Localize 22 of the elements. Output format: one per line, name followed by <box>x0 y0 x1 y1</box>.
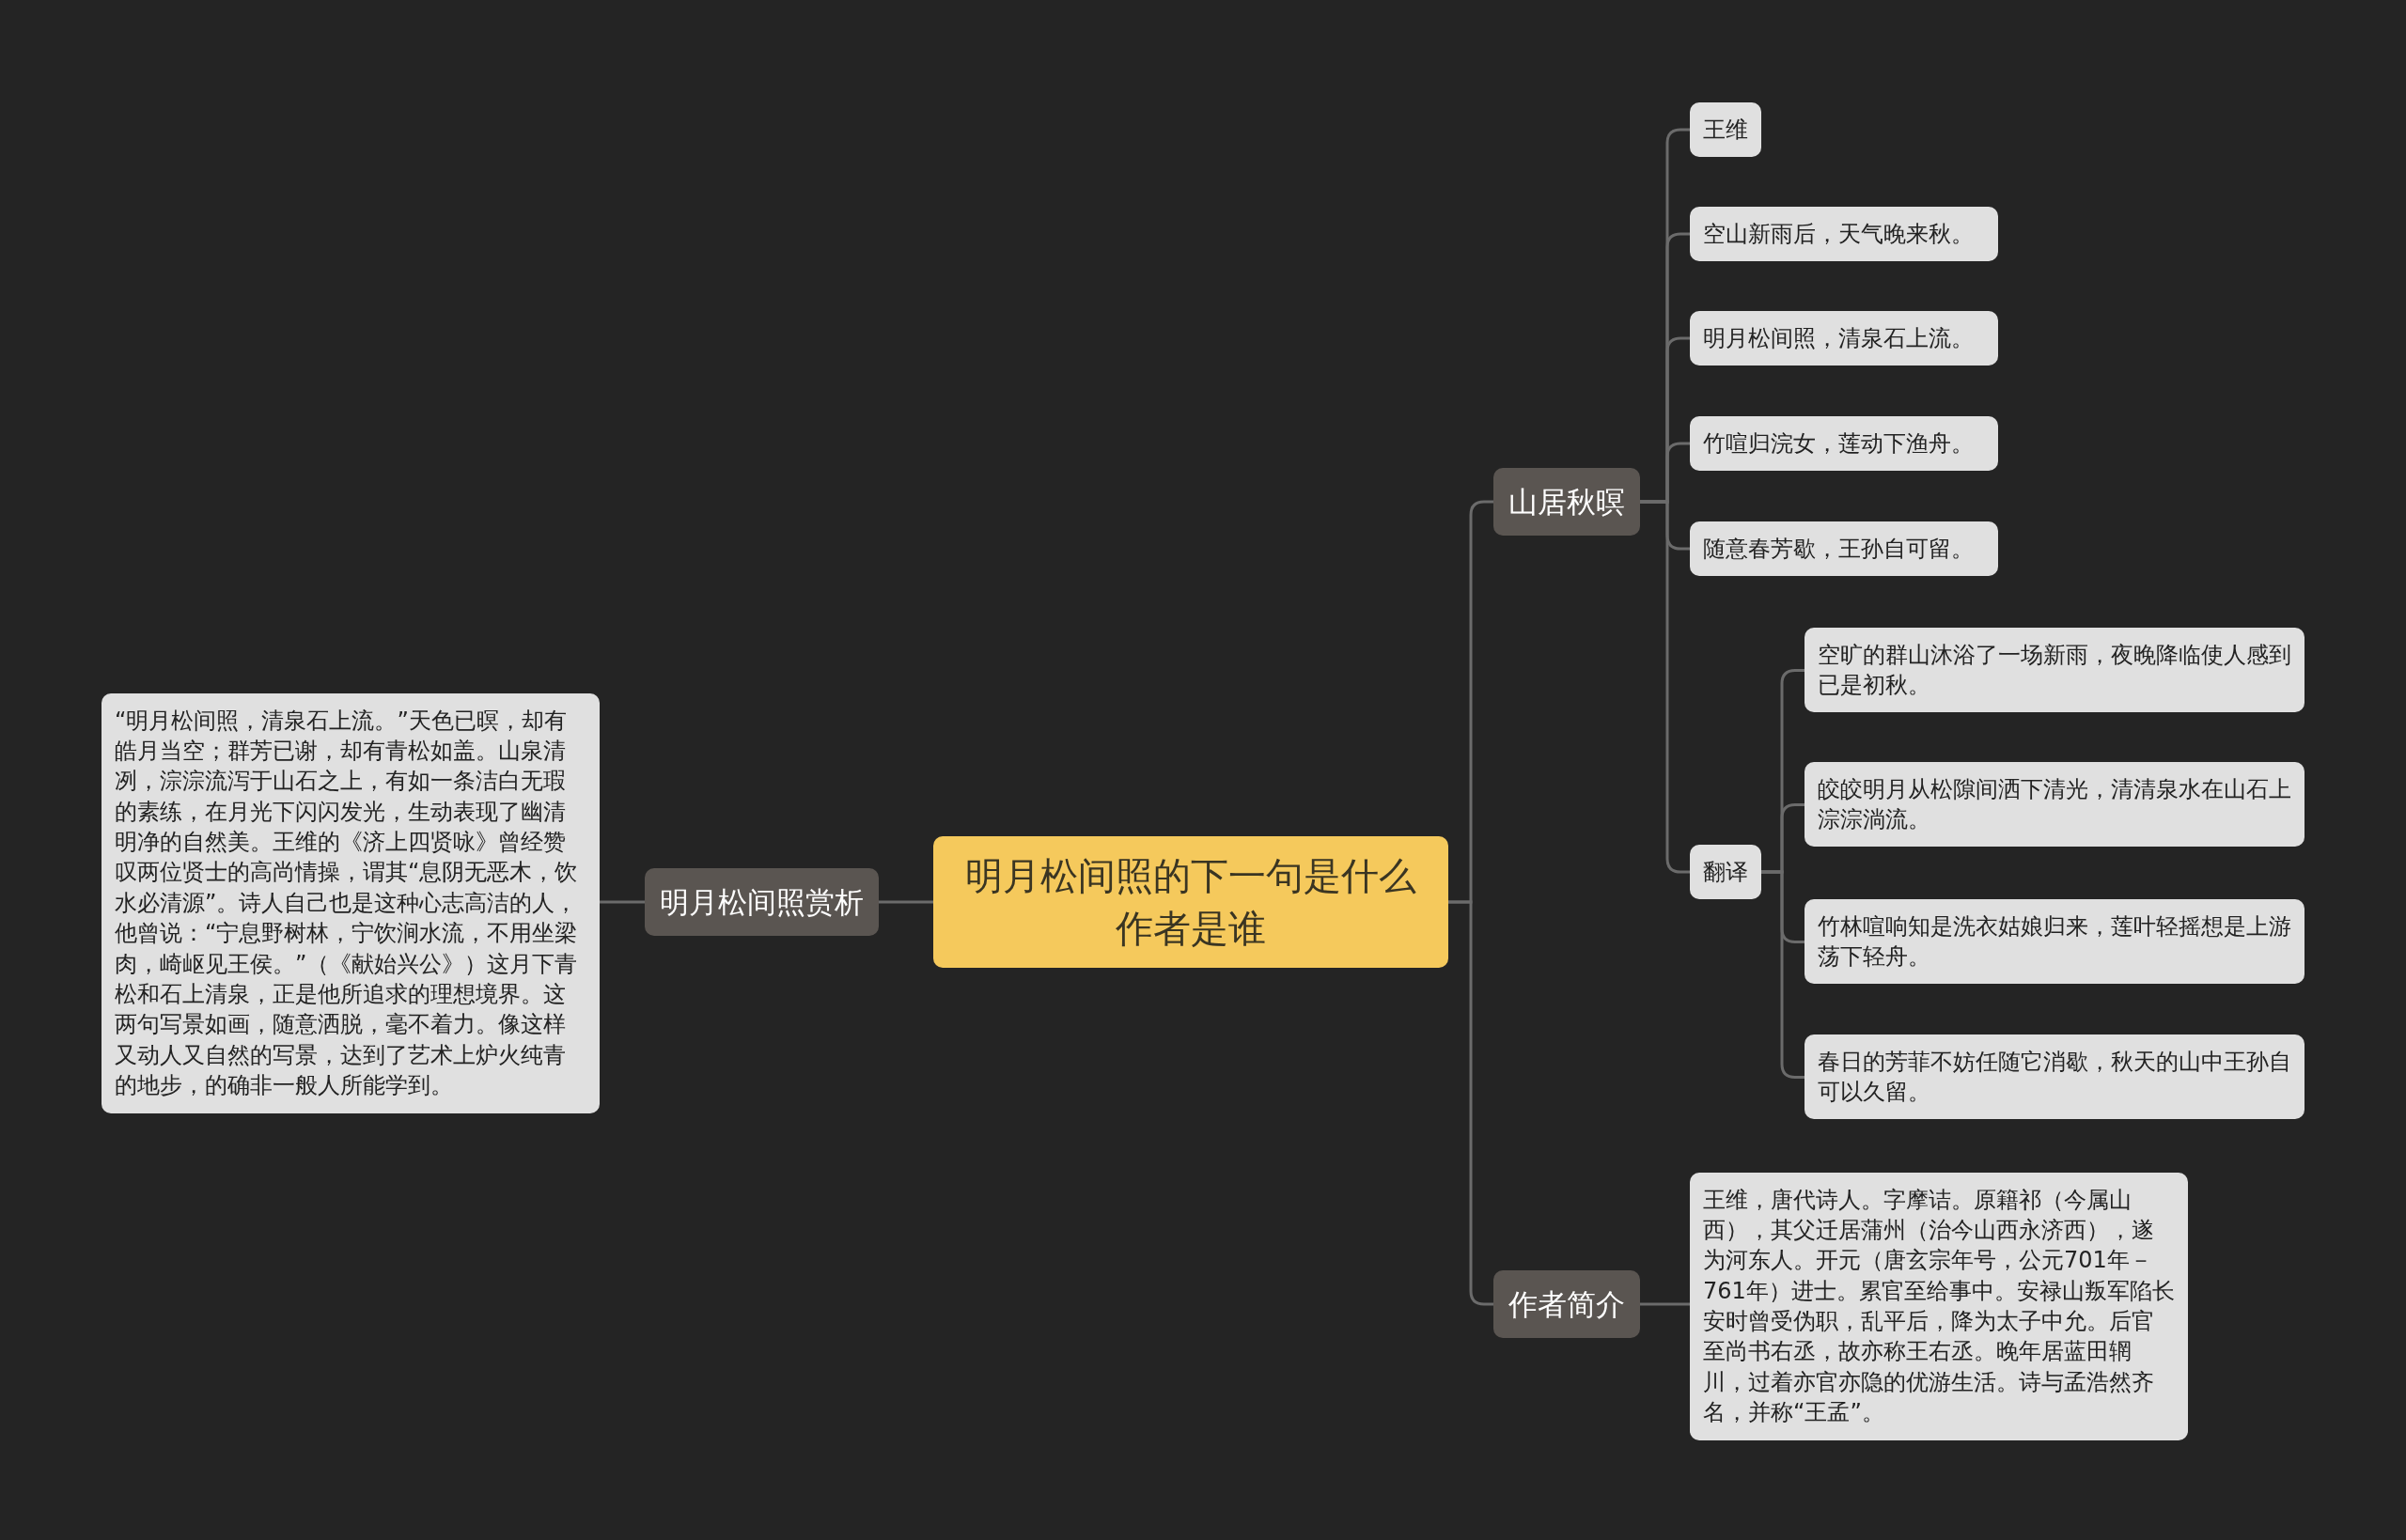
branch-box: 作者简介 <box>1493 1270 1640 1339</box>
branch-box: 明月松间照赏析 <box>645 868 879 937</box>
connector-line <box>1448 900 1493 1306</box>
text-card: 空旷的群山沐浴了一场新雨，夜晚降临使人感到已是初秋。 <box>1804 627 2304 713</box>
connector-line <box>1640 500 1690 874</box>
topic-box: 明月松间照的下一句是什么作者是谁 <box>933 836 1448 968</box>
text-card: 明月松间照，清泉石上流。 <box>1690 311 1998 366</box>
text-card: 皎皎明月从松隙间洒下清光，清清泉水在山石上淙淙淌流。 <box>1804 761 2304 848</box>
text-card: 春日的芳菲不妨任随它消歇，秋天的山中王孙自可以久留。 <box>1804 1034 2304 1120</box>
connector-line <box>879 900 933 904</box>
text-card: 随意春芳歇，王孙自可留。 <box>1690 521 1998 577</box>
connector-line <box>1640 1302 1690 1306</box>
text-card: 竹林喧响知是洗衣姑娘归来，莲叶轻摇想是上游荡下轻舟。 <box>1804 898 2304 985</box>
branch-box: 山居秋暝 <box>1493 468 1640 537</box>
text-card: 王维 <box>1690 102 1761 158</box>
text-card: 翻译 <box>1690 845 1761 900</box>
text-card: 王维，唐代诗人。字摩诘。原籍祁（今属山西），其父迁居蒲州（治今山西永济西），遂为河东人。开元（唐玄宗年号，公元701年－761年）进士。累官至给事中。安禄山叛军陷长安时曾受伪职，乱平后，降为太子中允。后官至尚书右丞，故亦称王右丞。晚年居蓝田辋川，过着亦官亦隐的优游生活。诗与孟浩然齐名，并称“王孟”。 <box>1690 1172 2188 1440</box>
text-card: “明月松间照，清泉石上流。”天色已暝，却有皓月当空；群芳已谢，却有青松如盖。山泉清冽，淙淙流泻于山石之上，有如一条洁白无瑕的素练，在月光下闪闪发光，生动表现了幽清明净的自然美。王维的《济上四贤咏》曾经赞叹两位贤士的高尚情操，谓其“息阴无恶木，饮水必清源”。诗人自己也是这种心志高洁的人，他曾说：“宁息野树林，宁饮涧水流，不用坐梁肉，崎岖见王侯。”（《献始兴公》）这月下青松和石上清泉，正是他所追求的理想境界。这两句写景如画，随意洒脱，毫不着力。像这样又动人又自然的写景，达到了艺术上炉火纯青的地步，的确非一般人所能学到。 <box>102 692 600 1113</box>
connector-line <box>1761 870 1804 1079</box>
connector-line <box>600 900 645 904</box>
text-card: 空山新雨后，天气晚来秋。 <box>1690 207 1998 262</box>
text-card: 竹喧归浣女，莲动下渔舟。 <box>1690 416 1998 472</box>
